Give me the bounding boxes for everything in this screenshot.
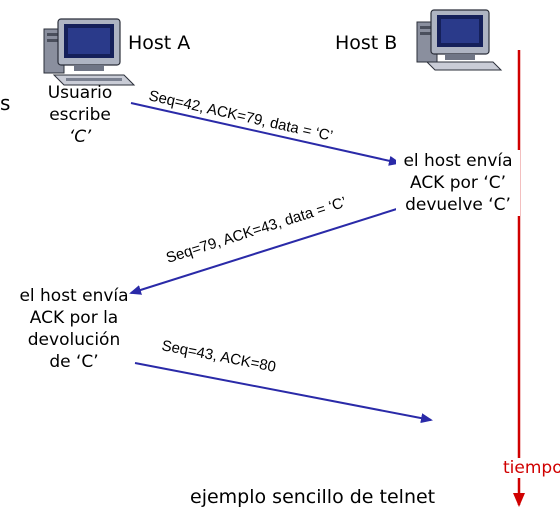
note-host-b-ack: el host envía ACK por ‘C’ devuelve ‘C’ xyxy=(396,150,520,216)
message-arrow xyxy=(134,362,433,424)
note-line: ‘C’ xyxy=(68,127,92,147)
message-label: Seq=43, ACK=80 xyxy=(160,337,277,376)
timeline-label: tiempo xyxy=(503,458,560,478)
note-line: Usuario xyxy=(47,83,113,103)
note-line: ACK por la xyxy=(29,308,119,328)
message-label: Seq=42, ACK=79, data = ‘C’ xyxy=(147,87,334,145)
note-line: devolución xyxy=(27,330,121,350)
message-label: Seq=79, ACK=43, data = ‘C’ xyxy=(164,194,348,267)
note-line: de ‘C’ xyxy=(49,352,99,372)
note-line: devuelve ‘C’ xyxy=(405,195,511,215)
note-user-types: Usuario escribe ‘C’ xyxy=(25,82,135,148)
host-b-label: Host B xyxy=(335,32,398,54)
edge-text-fragment: s xyxy=(0,91,11,115)
note-line: ACK por ‘C’ xyxy=(409,173,506,193)
diagram-caption: ejemplo sencillo de telnet xyxy=(190,486,436,508)
host-a-label: Host A xyxy=(128,32,191,54)
computer-icon xyxy=(43,18,136,86)
computer-icon xyxy=(416,9,503,71)
note-host-a-ack: el host envía ACK por la devolución de ‘… xyxy=(5,285,143,373)
note-line: escribe xyxy=(49,105,111,125)
message-arrow xyxy=(129,206,404,295)
message-arrow xyxy=(130,102,401,166)
note-line: el host envía xyxy=(403,151,513,171)
note-line: el host envía xyxy=(19,286,129,306)
